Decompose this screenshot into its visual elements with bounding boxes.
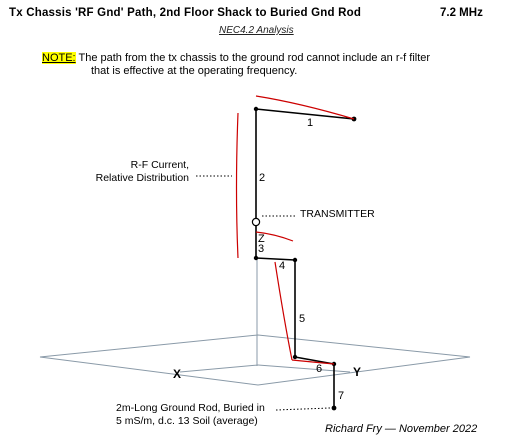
ground-plane (39, 334, 471, 386)
ground-rod-leader-line (275, 407, 331, 411)
ground-rod-label-line-1: 2m-Long Ground Rod, Buried in (116, 402, 265, 414)
segment-label-1: 1 (307, 117, 313, 129)
wire-path (255, 108, 355, 408)
x-axis-label: X (173, 367, 181, 381)
wire-segment-4 (255, 257, 296, 261)
segment-label-3: 3 (258, 243, 264, 255)
note: NOTE: The path from the tx chassis to th… (42, 51, 430, 65)
wire-segment-1 (255, 108, 355, 120)
note-line-2: that is effective at the operating frequ… (91, 65, 298, 77)
node (253, 106, 259, 112)
current-curve-segment-6 (291, 359, 335, 365)
segment-label-2: 2 (259, 172, 265, 184)
segment-label-5: 5 (299, 313, 305, 325)
node (253, 255, 259, 261)
rf-current-label: R-F Current, Relative Distribution (84, 159, 189, 185)
frequency-label: 7.2 MHz (440, 7, 483, 19)
current-curve-segment-4 (274, 261, 293, 361)
y-axis-label: Y (353, 365, 361, 379)
segment-label-z: Z (258, 233, 265, 245)
rf-current-label-line-1: R-F Current, (130, 159, 189, 171)
note-label: NOTE: (42, 52, 76, 64)
node (292, 354, 298, 360)
analysis-subtitle: NEC4.2 Analysis (219, 25, 294, 36)
wire-nodes (253, 106, 357, 411)
transmitter-label: TRANSMITTER (300, 208, 375, 220)
current-curve-segment-z (255, 231, 294, 242)
node (292, 257, 298, 263)
author-credit: Richard Fry — November 2022 (325, 423, 478, 435)
current-distribution (235, 95, 355, 365)
diagram-title: Tx Chassis 'RF Gnd' Path, 2nd Floor Shac… (9, 7, 362, 19)
segment-label-4: 4 (279, 260, 285, 272)
node (331, 405, 337, 411)
rf-current-label-line-2: Relative Distribution (95, 172, 189, 184)
x-axis-line (179, 364, 259, 373)
y-axis-line (257, 364, 351, 373)
current-curve-segment-2 (235, 112, 239, 259)
transmitter-source-icon (251, 217, 261, 227)
ground-rod-label-line-2: 5 mS/m, d.c. 13 Soil (average) (116, 415, 258, 427)
current-curve-segment-1 (255, 95, 355, 120)
ground-rod-label: 2m-Long Ground Rod, Buried in 5 mS/m, d.… (116, 402, 265, 428)
segment-label-6: 6 (316, 363, 322, 375)
note-line-1: The path from the tx chassis to the grou… (78, 52, 431, 64)
segment-label-7: 7 (338, 390, 344, 402)
